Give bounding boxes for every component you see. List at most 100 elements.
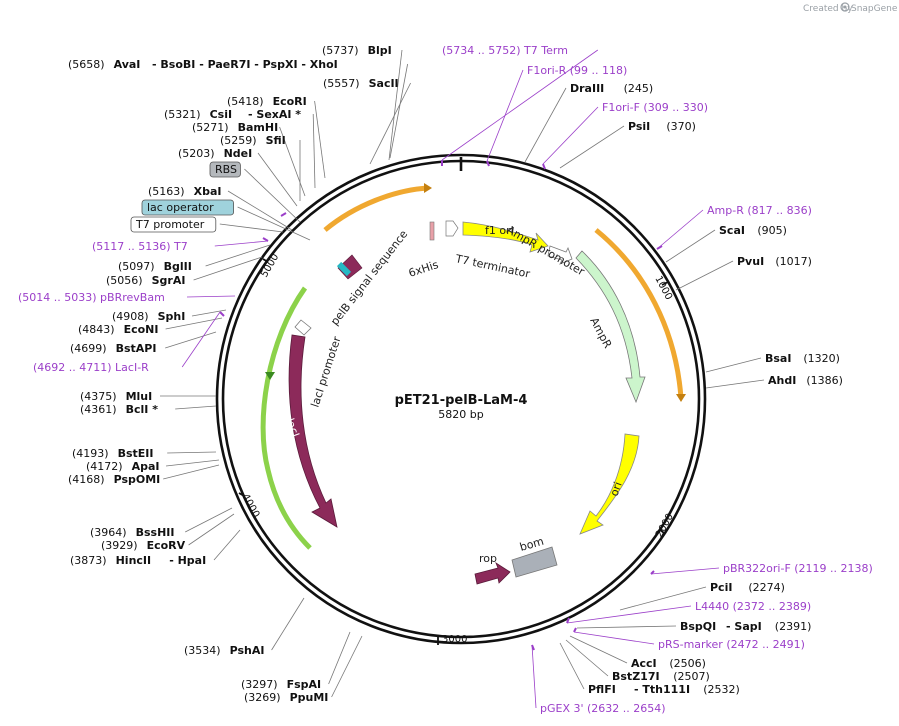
- site-position: (4361): [80, 403, 117, 416]
- t7-terminator-box[interactable]: [445, 220, 459, 237]
- site-label-pflfi[interactable]: PflFI(2532)- Tth111I: [588, 683, 740, 696]
- site-label-pshai[interactable]: (3534)PshAI: [184, 644, 264, 657]
- site-label-blpi[interactable]: (5737)BlpI: [322, 44, 392, 57]
- leader-line: [486, 69, 524, 162]
- site-label-f1orif[interactable]: F1ori-F (309 .. 330): [602, 101, 708, 114]
- laci-promoter-arrow[interactable]: [294, 319, 312, 336]
- site-label-bstz17i[interactable]: BstZ17I(2507): [612, 670, 710, 683]
- site-alt-names: - Tth111I: [634, 683, 690, 696]
- leader-line: [181, 311, 221, 368]
- site-label-rbs[interactable]: RBS: [209, 161, 241, 178]
- primer-label: Amp-R (817 .. 836): [707, 204, 812, 217]
- site-label-econi[interactable]: (4843)EcoNI: [78, 323, 158, 336]
- site-label-sfii[interactable]: (5259)SfiI: [220, 134, 286, 147]
- site-label-bstapi[interactable]: (4699)BstAPI: [70, 342, 156, 355]
- leader-line: [619, 586, 707, 611]
- site-name: BclI *: [126, 403, 159, 416]
- ampr-promoter-arrow[interactable]: [547, 245, 573, 265]
- site-label-psii[interactable]: PsiI(370): [628, 120, 696, 133]
- site-label-fspai[interactable]: (3297)FspAI: [241, 678, 321, 691]
- site-label-ndei[interactable]: (5203)NdeI: [178, 147, 252, 160]
- site-label-hincii[interactable]: (3873)HincII- HpaI: [70, 554, 206, 567]
- site-label-bamhi[interactable]: (5271)BamHI: [192, 121, 278, 134]
- site-label-bsshii[interactable]: (3964)BssHII: [90, 526, 174, 539]
- tick-label-3000: 3000: [442, 634, 467, 645]
- tick-marks: [238, 258, 669, 645]
- site-label-ahdi[interactable]: AhdI(1386): [768, 374, 843, 387]
- site-label-t7term[interactable]: (5734 .. 5752) T7 Term: [442, 44, 568, 57]
- site-label-l4440[interactable]: L4440 (2372 .. 2389): [695, 600, 811, 613]
- leader-line: [271, 597, 305, 651]
- bom-box[interactable]: [511, 546, 558, 578]
- site-name: BstEII: [118, 447, 154, 460]
- site-position: (2506): [669, 657, 706, 670]
- leader-line: [191, 309, 227, 317]
- site-label-sacii[interactable]: (5557)SacII: [323, 77, 399, 90]
- primer-label: F1ori-F (309 .. 330): [602, 101, 708, 114]
- site-label-t7prom[interactable]: T7 promoter: [130, 216, 217, 233]
- site-label-apai[interactable]: (4172)ApaI: [86, 460, 160, 473]
- feature-label-box: [141, 199, 234, 216]
- site-label-csii[interactable]: (5321)CsiI- SexAI *: [164, 108, 301, 121]
- site-label-scai[interactable]: ScaI(905): [719, 224, 787, 237]
- laci-arrow[interactable]: [288, 334, 338, 528]
- site-label-sgrai[interactable]: (5056)SgrAI: [106, 274, 185, 287]
- created-by-text: Created by: [803, 4, 853, 14]
- site-name: BamHI: [238, 121, 279, 134]
- site-label-lacop[interactable]: lac operator: [141, 199, 234, 216]
- orange-feature-arc-2: [323, 185, 429, 232]
- f1-ori-arrow[interactable]: [462, 221, 549, 253]
- leader-line: [369, 82, 411, 165]
- snapgene-brand: SnapGene: [851, 4, 898, 14]
- site-label-mlui[interactable]: (4375)MluI: [80, 390, 152, 403]
- site-label-sphi[interactable]: (4908)SphI: [112, 310, 185, 323]
- primer-label: F1ori-R (99 .. 118): [527, 64, 627, 77]
- site-label-pspomi[interactable]: (4168)PspOMI: [68, 473, 160, 486]
- site-name: ApaI: [132, 460, 160, 473]
- site-label-bsai[interactable]: BsaI(1320): [765, 352, 840, 365]
- site-label-pvui[interactable]: PvuI(1017): [737, 255, 812, 268]
- primer-marks: [219, 160, 663, 651]
- site-position: (1017): [775, 255, 812, 268]
- site-label-f1orir[interactable]: F1ori-R (99 .. 118): [527, 64, 627, 77]
- site-label-ppumi[interactable]: (3269)PpuMI: [244, 691, 328, 704]
- site-label-bglii[interactable]: (5097)BglII: [118, 260, 192, 273]
- site-label-t7[interactable]: (5117 .. 5136) T7: [92, 240, 188, 253]
- site-label-lacir[interactable]: (4692 .. 4711) LacI-R: [33, 361, 149, 374]
- site-label-pbrrevbam[interactable]: (5014 .. 5033) pBRrevBam: [18, 291, 165, 304]
- rop-arrow[interactable]: [474, 561, 511, 585]
- site-name: PsiI: [628, 120, 650, 133]
- site-name: PshAI: [230, 644, 265, 657]
- rop-label: rop: [479, 552, 497, 565]
- site-label-pgex3[interactable]: pGEX 3' (2632 .. 2654): [540, 702, 666, 715]
- site-label-ampr_primer[interactable]: Amp-R (817 .. 836): [707, 204, 812, 217]
- site-label-bsteii[interactable]: (4193)BstEII: [72, 447, 153, 460]
- site-position: (4843): [78, 323, 115, 336]
- site-label-ecorv[interactable]: (3929)EcoRV: [101, 539, 186, 552]
- backbone-outer: [215, 153, 707, 645]
- site-label-draiii[interactable]: DraIII(245): [570, 82, 653, 95]
- site-name: BsaI: [765, 352, 791, 365]
- site-name: BssHII: [136, 526, 175, 539]
- ampr-arrow[interactable]: [575, 250, 646, 404]
- site-label-bspqi[interactable]: BspQI(2391)- SapI: [680, 620, 811, 633]
- leader-line: [569, 635, 628, 664]
- site-label-avai[interactable]: (5658)AvaI- BsoBI - PaeR7I - PspXI - Xho…: [68, 58, 338, 71]
- primer-label: L4440 (2372 .. 2389): [695, 600, 811, 613]
- site-name: ScaI: [719, 224, 745, 237]
- site-label-bcli[interactable]: (4361) BclI *: [80, 403, 158, 416]
- site-label-prsmarker[interactable]: pRS-marker (2472 .. 2491): [658, 638, 805, 651]
- site-position: (4168): [68, 473, 105, 486]
- his-box[interactable]: [429, 221, 435, 241]
- site-label-pbr322[interactable]: pBR322ori-F (2119 .. 2138): [723, 562, 873, 575]
- site-label-xbai[interactable]: (5163)XbaI: [148, 185, 221, 198]
- site-position: (3297): [241, 678, 278, 691]
- site-label-acci[interactable]: AccI(2506): [631, 657, 706, 670]
- site-label-ecori[interactable]: (5418)EcoRI: [227, 95, 307, 108]
- leader-line: [524, 87, 567, 163]
- site-label-pcii[interactable]: PciI(2274): [710, 581, 785, 594]
- ori-label: ori: [608, 480, 625, 498]
- site-position: (4699): [70, 342, 107, 355]
- ori-arrow[interactable]: [579, 433, 640, 535]
- feature-label-box: [209, 161, 241, 178]
